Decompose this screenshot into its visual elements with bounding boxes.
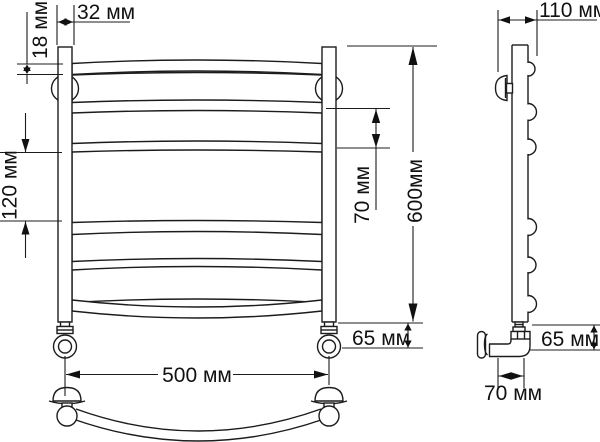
- tube-5: [71, 230, 323, 263]
- arrowhead: [499, 16, 510, 24]
- arrowhead: [371, 134, 381, 148]
- dimension-label-500mm: 500 мм: [162, 364, 232, 387]
- bracket-dome: [494, 74, 508, 102]
- dimension-rail-top-width: 32 мм: [56, 1, 135, 45]
- bump-mask: [527, 219, 530, 235]
- arrowhead: [525, 16, 536, 24]
- bracket-stem: [505, 82, 514, 94]
- dimension-total-height: 600мм: [347, 45, 437, 322]
- bottom-tube-lower: [72, 418, 325, 442]
- right-post: [321, 46, 337, 323]
- wall-flange: [476, 330, 487, 359]
- bump-mask: [527, 258, 530, 272]
- side-wall-bracket: [494, 74, 514, 102]
- left-post: [57, 46, 73, 323]
- dimension-label-120mm: 120 мм: [0, 150, 22, 220]
- right-bracket-ball: [318, 405, 340, 427]
- dimension-label-600mm: 600мм: [404, 159, 427, 223]
- tube-bump: [527, 138, 537, 156]
- arrowhead: [408, 303, 418, 322]
- left-bracket-ball: [56, 405, 78, 427]
- side-view: [476, 44, 538, 359]
- elbow-inner: [489, 339, 512, 345]
- arrowhead: [404, 323, 412, 331]
- arrowhead: [371, 109, 381, 123]
- valve-ring-inner: [57, 339, 73, 354]
- connector-nut: [510, 330, 531, 340]
- tube-bump: [527, 217, 538, 237]
- bump-mask: [527, 63, 530, 75]
- arrowhead: [314, 370, 328, 379]
- dimension-label-110mm: 110 мм: [539, 0, 600, 22]
- tube-bottom-arc: [71, 299, 323, 319]
- tube-6: [71, 265, 323, 304]
- elbow-outer: [489, 339, 531, 358]
- left-valve: [52, 321, 78, 359]
- arrowhead: [21, 139, 30, 152]
- dimension-label-70mm-front: 70 мм: [351, 166, 374, 224]
- dimension-label-65mm-front: 65 мм: [352, 327, 410, 350]
- arrowhead: [23, 67, 31, 74]
- arrowhead: [499, 372, 511, 380]
- tube-3: [71, 109, 323, 145]
- dimension-bottom-offset-side: 65 мм: [529, 324, 600, 351]
- bump-mask: [527, 140, 530, 154]
- tube-bump: [527, 294, 538, 314]
- dimension-tube-spacing: 70 мм: [326, 107, 390, 224]
- arrowhead: [58, 18, 67, 26]
- tube-2: [71, 71, 323, 104]
- wall-flange-ring: [483, 333, 489, 356]
- dimension-wall-offset: 70 мм: [484, 358, 542, 405]
- arrowhead: [404, 340, 412, 348]
- arrowhead: [590, 325, 598, 333]
- side-bottom-connector: [476, 321, 531, 359]
- arrowhead: [511, 372, 523, 380]
- bump-mask: [527, 296, 530, 312]
- dimension-bottom-offset-front: 65 мм: [338, 322, 423, 350]
- dimension-label-32mm: 32 мм: [77, 1, 135, 24]
- valve-ring-inner: [321, 339, 337, 354]
- bottom-bracket-view: [48, 386, 348, 442]
- arrowhead: [590, 342, 598, 350]
- dimension-connection-width: 500 мм: [64, 356, 330, 396]
- dimension-label-70mm-side: 70 мм: [484, 382, 542, 405]
- dimension-wall-depth: 110 мм: [497, 0, 600, 72]
- front-view: [50, 46, 344, 359]
- dimension-label-18mm: 18 мм: [29, 1, 52, 59]
- dimension-tube-diameter: 18 мм: [17, 1, 63, 84]
- valve-ring-outer: [316, 334, 342, 359]
- dimension-center-section: 120 мм: [0, 113, 62, 258]
- tube-bump: [527, 256, 537, 274]
- arrowhead: [66, 370, 80, 379]
- arrowhead: [64, 18, 73, 26]
- left-bracket-dome: [52, 386, 82, 402]
- valve-ring-outer: [52, 334, 78, 359]
- bump-mask: [527, 104, 530, 120]
- dimension-label-65mm-side: 65 мм: [541, 328, 599, 351]
- right-valve: [316, 321, 342, 359]
- side-tube-bumps: [527, 61, 538, 314]
- arrowhead: [21, 221, 30, 235]
- tube-bump: [527, 61, 536, 77]
- right-bracket-dome: [314, 386, 344, 402]
- tube-4-wide: [71, 149, 323, 224]
- tube-bump: [527, 102, 538, 122]
- bottom-tube-upper: [75, 408, 322, 432]
- arrowhead: [408, 47, 418, 65]
